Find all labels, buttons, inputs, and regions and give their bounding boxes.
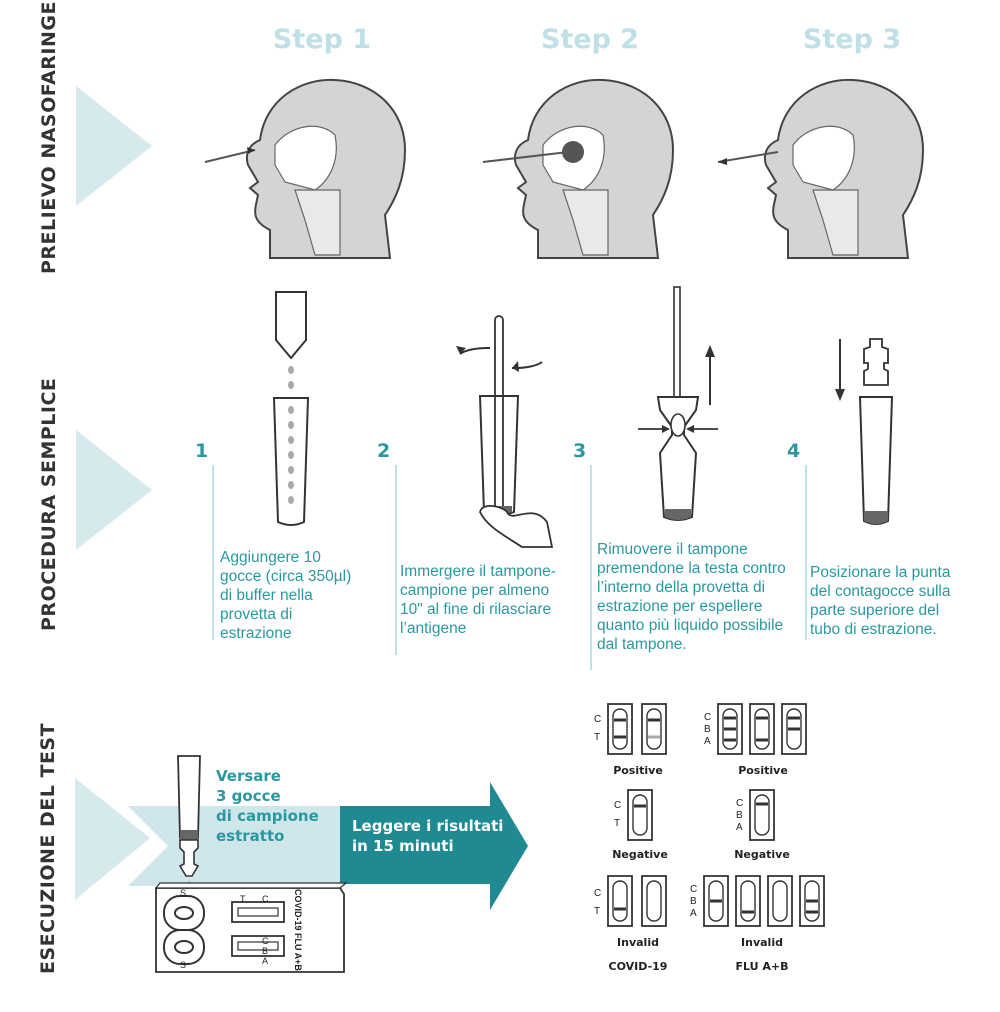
flu-invalid-strips [703,875,825,927]
procedure-text-1: Aggiungere 10 gocce (circa 350µl) di buf… [220,549,352,642]
cassette-s-bottom: S [180,960,187,970]
divider-3 [590,465,592,670]
flu-neg-a-label: A [736,822,743,833]
head-illustration-2 [482,78,675,259]
read-line-1: Leggere i risultati [352,817,504,835]
flu-inv-a-label: A [690,908,697,919]
flu-positive-label: Positive [738,764,788,777]
cassette-s-top: S [180,888,187,898]
chevron-decoration-procedure [76,430,152,550]
procedure-text-2: Immergere il tampone-campione per almeno… [400,563,556,637]
covid-positive-label: Positive [613,764,663,777]
procedure-text-3: Rimuovere il tampone premendone la testa… [597,541,786,653]
flu-negative-label: Negative [734,848,790,861]
section-label-nasal: PRELIEVO NASOFARINGEO [38,0,60,274]
sample-tube-pouring [177,755,201,889]
covid-negative-strip [627,789,653,841]
step-title-2: Step 2 [540,24,640,55]
pour-line-1: Versare [216,767,281,785]
procedure-number-3: 3 [573,440,587,462]
squeeze-tube-illustration [638,286,718,521]
pour-line-3: di campione [216,807,319,825]
step-title-3: Step 3 [802,24,902,55]
cassette-c-bottom: C [262,936,269,946]
read-line-2: in 15 minuti [352,837,454,855]
covid-negative-label: Negative [612,848,668,861]
cassette-a-bottom: A [262,956,269,966]
cassette-t-top: T [240,894,246,904]
flu-pos-b-label: B [704,724,711,735]
flu-inv-b-label: B [690,896,697,907]
covid-inv-c-label: C [594,888,602,899]
covid-pos-c-label: C [594,714,602,725]
section-label-procedure: PROCEDURA SEMPLICE [38,377,60,631]
flu-pos-a-label: A [704,736,711,747]
flu-negative-strip [749,789,775,841]
covid-invalid-strips [607,875,667,927]
pour-line-4: estratto [216,827,285,845]
procedure-number-4: 4 [787,440,801,462]
divider-2 [395,465,397,655]
head-illustration-1 [204,78,407,259]
cassette-c-top: C [262,894,269,904]
flu-positive-strips [717,703,807,755]
step-title-1: Step 1 [272,24,372,55]
pour-instruction: Versare 3 gocce di campione estratto [216,766,319,846]
buffer-bottle-illustration [272,291,310,526]
pour-line-2: 3 gocce [216,787,281,805]
procedure-number-2: 2 [377,440,391,462]
cassette-b-bottom: B [262,946,269,956]
flu-neg-c-label: C [736,798,744,809]
flu-pos-c-label: C [704,712,712,723]
covid-pos-t-label: T [594,732,601,743]
flu-neg-b-label: B [736,810,743,821]
covid-inv-t-label: T [594,906,601,917]
cassette-label: COVID-19 FLU A+B [293,889,303,971]
test-cassette [154,882,348,973]
flu-inv-c-label: C [690,884,698,895]
head-illustration-3 [718,78,925,259]
procedure-number-1: 1 [195,440,209,462]
procedure-text-4: Posizionare la punta del contagocce sull… [810,564,951,638]
read-instruction: Leggere i risultati in 15 minuti [352,816,503,856]
dropper-tube-illustration [835,338,894,525]
divider-1 [212,465,214,640]
swab-rotation-illustration [456,315,554,548]
chevron-decoration-nasal [76,86,152,206]
flu-column-label: FLU A+B [735,960,789,973]
divider-4 [805,465,807,640]
covid-positive-strips [607,703,667,755]
covid-neg-t-label: T [614,818,621,829]
covid-column-label: COVID-19 [608,960,668,973]
covid-invalid-label: Invalid [617,936,659,949]
covid-neg-c-label: C [614,800,622,811]
flu-invalid-label: Invalid [741,936,783,949]
